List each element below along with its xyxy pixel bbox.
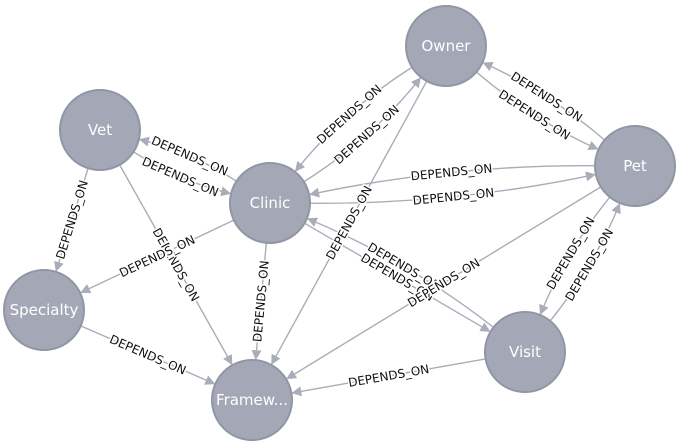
edge-label: DEPENDS_ON [410, 161, 493, 183]
edge-vet-to-specialty [54, 167, 89, 272]
node-label: Vet [88, 121, 112, 139]
node-label: Pet [623, 157, 647, 175]
node-circle[interactable] [484, 311, 566, 393]
edge-vet-to-framework [119, 164, 233, 366]
edge-pet-to-owner [482, 62, 606, 141]
node-specialty[interactable]: Specialty [3, 269, 85, 351]
node-circle[interactable] [211, 359, 293, 441]
node-owner[interactable]: Owner [405, 5, 487, 87]
edges-layer [54, 62, 621, 397]
node-vet[interactable]: Vet [59, 89, 141, 171]
edge-clinic-to-vet [138, 136, 237, 182]
edge-pet-to-clinic [309, 164, 596, 198]
node-clinic[interactable]: Clinic [229, 162, 311, 244]
edge-label: DEPENDS_ON [250, 260, 271, 343]
edge-label: DEPENDS_ON [53, 179, 91, 261]
edge-pet-to-visit [539, 196, 611, 315]
node-visit[interactable]: Visit [484, 311, 566, 393]
edge-label: DEPENDS_ON [107, 332, 188, 377]
edge-clinic-to-framework [251, 242, 268, 361]
node-label: Framew... [216, 391, 288, 409]
node-circle[interactable] [405, 5, 487, 87]
edge-clinic-to-owner [303, 77, 422, 183]
edge-clinic-to-visit [304, 222, 491, 332]
edge-label: DEPENDS_ON [412, 186, 495, 208]
edge-label: DEPENDS_ON [347, 362, 430, 390]
node-label: Owner [422, 37, 472, 55]
edge-visit-to-framework [291, 358, 486, 397]
edge-label: DEPENDS_ON [150, 226, 202, 304]
node-framework[interactable]: Framew... [211, 359, 293, 441]
edge-clinic-to-pet [309, 171, 596, 205]
edge-owner-to-clinic [294, 66, 413, 172]
edge-visit-to-clinic [306, 217, 494, 328]
edge-owner-to-pet [475, 71, 599, 150]
node-circle[interactable] [3, 269, 85, 351]
node-label: Clinic [250, 194, 291, 212]
edge-owner-to-framework [271, 80, 428, 365]
node-circle[interactable] [59, 89, 141, 171]
edge-specialty-to-framework [80, 325, 216, 385]
node-label: Visit [509, 343, 541, 361]
node-pet[interactable]: Pet [594, 125, 676, 207]
node-circle[interactable] [229, 162, 311, 244]
edge-pet-to-framework [286, 186, 602, 380]
node-circle[interactable] [594, 125, 676, 207]
edge-vet-to-clinic [133, 151, 232, 197]
edge-visit-to-pet [549, 203, 621, 322]
node-label: Specialty [10, 301, 79, 319]
edge-clinic-to-specialty [80, 219, 235, 294]
